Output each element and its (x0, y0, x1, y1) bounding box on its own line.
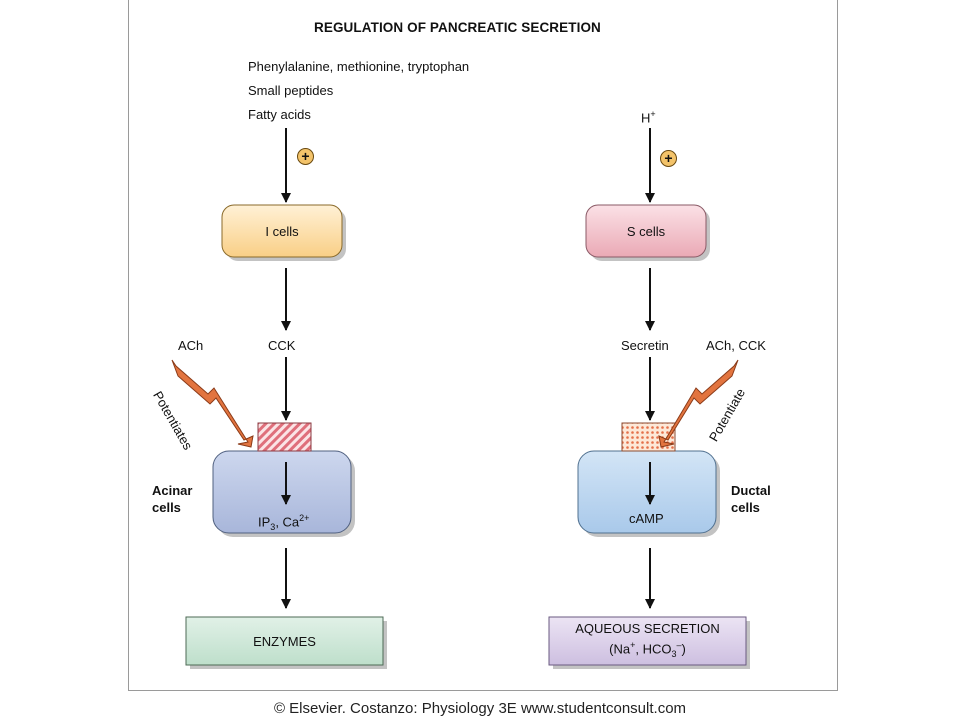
stimulus-h-plus: H+ (641, 109, 656, 126)
copyright-footer: © Elsevier. Costanzo: Physiology 3E www.… (273, 700, 687, 717)
figure-frame (128, 0, 838, 691)
figure-title: REGULATION OF PANCREATIC SECRETION (314, 20, 601, 35)
ach-cck-potentiate-zigzag-arrow (658, 359, 739, 448)
stimulus-small-peptides: Small peptides (248, 83, 334, 98)
plus-icon: + (660, 150, 677, 167)
cck-receptor (257, 422, 312, 452)
ach-potentiates-zigzag-arrow (171, 359, 254, 448)
ach-cck-label: ACh, CCK (706, 338, 766, 353)
s-cells-label: S cells (626, 223, 666, 239)
secretin-receptor (621, 422, 676, 452)
i-cells-box (221, 204, 343, 258)
enzymes-box (185, 616, 384, 666)
pathway-diagram (171, 128, 750, 669)
aqueous-ions: (Na+, HCO3–) (609, 639, 686, 659)
secretin-label: Secretin (621, 338, 669, 353)
cck-label: CCK (268, 338, 296, 353)
i-cells-label: I cells (265, 223, 299, 239)
enzymes-label: ENZYMES (253, 633, 316, 649)
ip3-ca-label: IP3, Ca2+ (258, 513, 310, 532)
aqueous-secretion-label: AQUEOUS SECRETION (Na+, HCO3–) (549, 617, 746, 665)
ach-label: ACh (178, 338, 204, 353)
camp-label: cAMP (629, 511, 664, 526)
aqueous-title: AQUEOUS SECRETION (575, 620, 720, 636)
aqueous-secretion-box (548, 616, 747, 666)
plus-icon: + (297, 148, 314, 165)
s-cells-box (585, 204, 707, 258)
stimulus-amino-acids: Phenylalanine, methionine, tryptophan (248, 59, 470, 74)
stimulus-fatty-acids: Fatty acids (248, 107, 311, 122)
